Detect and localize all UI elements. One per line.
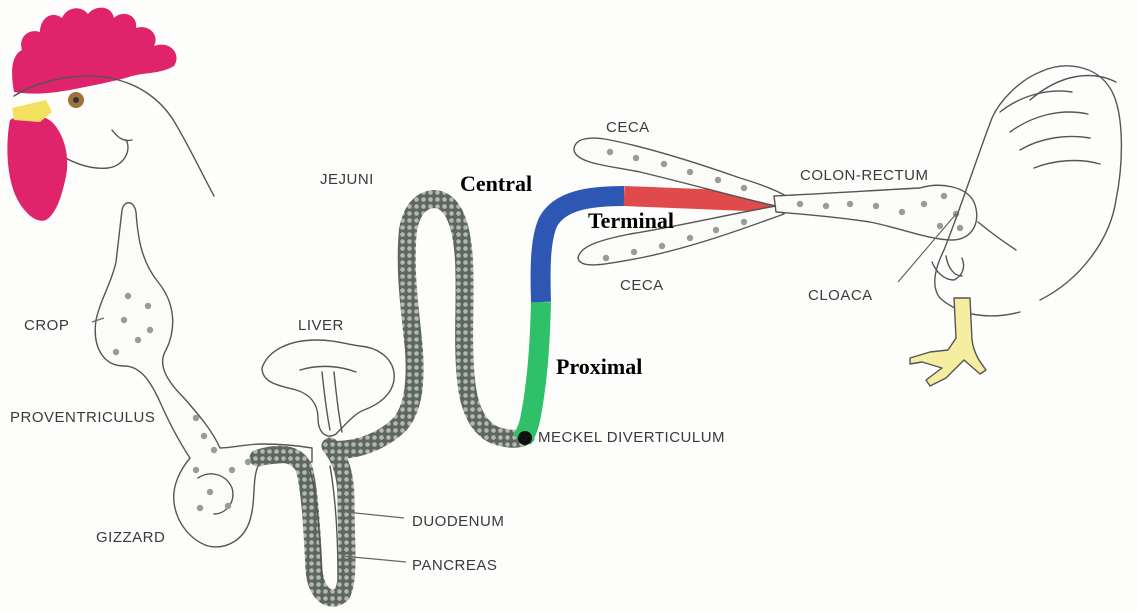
lumen-dot xyxy=(245,459,251,465)
lumen-dot xyxy=(135,337,141,343)
lumen-dot xyxy=(211,447,217,453)
liver xyxy=(262,340,394,436)
lumen-dot xyxy=(193,415,199,421)
lumen-dot xyxy=(847,201,853,207)
label-central: Central xyxy=(460,171,532,196)
label-ceca-top: CECA xyxy=(606,119,650,136)
lumen-dot xyxy=(201,433,207,439)
lumen-dot xyxy=(661,161,667,167)
lumen-dot xyxy=(193,467,199,473)
label-crop: CROP xyxy=(24,317,69,334)
lumen-dot xyxy=(687,235,693,241)
label-proximal: Proximal xyxy=(556,354,642,379)
lumen-dot xyxy=(937,223,943,229)
lumen-dot xyxy=(713,227,719,233)
lumen-dot xyxy=(899,209,905,215)
lumen-dot xyxy=(229,467,235,473)
rooster-head xyxy=(7,8,214,221)
lumen-dot xyxy=(921,201,927,207)
lumen-dot xyxy=(957,225,963,231)
tail-outline xyxy=(992,66,1121,300)
colon-rectum xyxy=(774,185,977,240)
proximal-segment xyxy=(522,302,541,440)
label-pancreas: PANCREAS xyxy=(412,557,497,574)
lumen-dot xyxy=(715,177,721,183)
lumen-dot xyxy=(741,185,747,191)
lumen-dot xyxy=(121,317,127,323)
intestine xyxy=(258,199,526,598)
lumen-dot xyxy=(941,193,947,199)
lumen-dot xyxy=(741,219,747,225)
lumen-dot xyxy=(797,201,803,207)
lumen-dot xyxy=(631,249,637,255)
lumen-dot xyxy=(659,243,665,249)
label-cloaca: CLOACA xyxy=(808,287,873,304)
jejunum-loop xyxy=(336,199,526,450)
comb xyxy=(12,8,176,94)
lumen-dot xyxy=(823,203,829,209)
lumen-dot xyxy=(687,169,693,175)
label-duodenum: DUODENUM xyxy=(412,513,504,530)
lumen-dot xyxy=(633,155,639,161)
label-colon-rectum: COLON-RECTUM xyxy=(800,167,929,184)
label-ceca-bottom: CECA xyxy=(620,277,664,294)
label-proventriculus: PROVENTRICULUS xyxy=(10,409,155,426)
label-liver: LIVER xyxy=(298,317,344,334)
label-terminal: Terminal xyxy=(588,208,674,233)
lumen-dot xyxy=(603,255,609,261)
label-jejuni: JEJUNI xyxy=(320,171,374,188)
lumen-dot xyxy=(147,327,153,333)
lumen-dot xyxy=(113,349,119,355)
wattle xyxy=(7,114,67,221)
lumen-dot xyxy=(197,505,203,511)
lumen-dot xyxy=(207,489,213,495)
meckel-diverticulum-mark xyxy=(518,431,532,445)
lumen-dot xyxy=(145,303,151,309)
label-meckel-diverticulum: MECKEL DIVERTICULUM xyxy=(538,429,725,446)
lumen-dot xyxy=(873,203,879,209)
label-gizzard: GIZZARD xyxy=(96,529,165,546)
leg xyxy=(910,298,986,386)
duodenal-loop xyxy=(258,446,347,598)
lumen-dot xyxy=(607,149,613,155)
lumen-dot xyxy=(225,503,231,509)
lumen-dot xyxy=(125,293,131,299)
